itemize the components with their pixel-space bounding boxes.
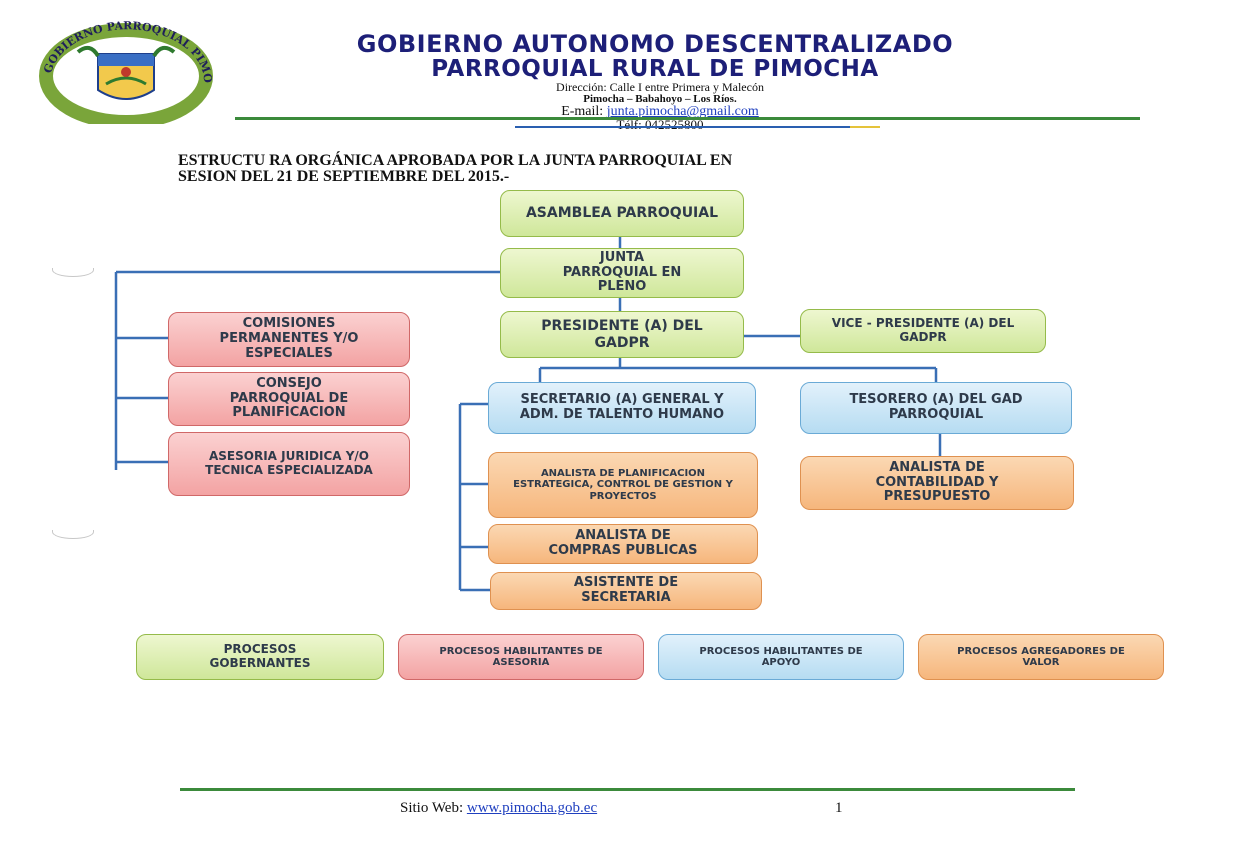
- box-secretario: SECRETARIO (A) GENERAL Y ADM. DE TALENTO…: [488, 382, 756, 434]
- header-accent-yellow: [850, 126, 880, 128]
- header-title-line2: PARROQUIAL RURAL DE PIMOCHA: [431, 56, 879, 82]
- website-link[interactable]: www.pimocha.gob.ec: [466, 800, 598, 816]
- box-asesoria-juridica: ASESORIA JURIDICA Y/O TECNICA ESPECIALIZ…: [168, 432, 410, 496]
- box-asamblea-parroquial: ASAMBLEA PARROQUIAL: [500, 190, 744, 237]
- box-analista-planificacion: ANALISTA DE PLANIFICACION ESTRATEGICA, C…: [488, 452, 758, 518]
- document-title-line1: ESTRUCTU RA ORGÁNICA APROBADA POR LA JUN…: [178, 152, 733, 169]
- header-email: E-mail: junta.pimocha@gmail.com: [400, 104, 920, 120]
- page-number: 1: [835, 800, 843, 816]
- legend-habilitantes-apoyo: PROCESOS HABILITANTES DE APOYO: [658, 634, 904, 680]
- email-label: E-mail:: [561, 104, 607, 119]
- header-accent-blue: [515, 126, 850, 128]
- box-vicepresidente: VICE - PRESIDENTE (A) DEL GADPR: [800, 309, 1046, 353]
- legend-agregadores-valor: PROCESOS AGREGADORES DE VALOR: [918, 634, 1164, 680]
- footer-divider: [180, 788, 1075, 791]
- box-analista-compras: ANALISTA DE COMPRAS PUBLICAS: [488, 524, 758, 564]
- email-link[interactable]: junta.pimocha@gmail.com: [606, 104, 759, 119]
- footer-website: Sitio Web: www.pimocha.gob.ec: [400, 800, 597, 817]
- legend-habilitantes-asesoria: PROCESOS HABILITANTES DE ASESORIA: [398, 634, 644, 680]
- box-asistente-secretaria: ASISTENTE DE SECRETARIA: [490, 572, 762, 610]
- box-presidente: PRESIDENTE (A) DEL GADPR: [500, 311, 744, 358]
- website-label: Sitio Web:: [400, 800, 467, 816]
- box-consejo-planificacion: CONSEJO PARROQUIAL DE PLANIFICACION: [168, 372, 410, 426]
- header-phone: Télf: 042525800: [616, 117, 704, 132]
- header-title-line1: GOBIERNO AUTONOMO DESCENTRALIZADO: [356, 30, 954, 58]
- header-divider: [235, 117, 1140, 120]
- box-comisiones: COMISIONES PERMANENTES Y/O ESPECIALES: [168, 312, 410, 367]
- legend-procesos-gobernantes: PROCESOS GOBERNANTES: [136, 634, 384, 680]
- parish-seal-logo: GOBIERNO PARROQUIAL PIMOCHA: [28, 12, 214, 124]
- box-analista-contabilidad: ANALISTA DE CONTABILIDAD Y PRESUPUESTO: [800, 456, 1074, 510]
- header-town: Pimocha – Babahoyo – Los Ríos.: [583, 93, 737, 105]
- box-junta-parroquial: JUNTA PARROQUIAL EN PLENO: [500, 248, 744, 298]
- header-address: Dirección: Calle I entre Primera y Malec…: [556, 80, 764, 94]
- document-title: ESTRUCTU RA ORGÁNICA APROBADA POR LA JUN…: [178, 153, 938, 185]
- box-tesorero: TESORERO (A) DEL GAD PARROQUIAL: [800, 382, 1072, 434]
- document-title-line2: SESION DEL 21 DE SEPTIEMBRE DEL 2015.-: [178, 168, 510, 185]
